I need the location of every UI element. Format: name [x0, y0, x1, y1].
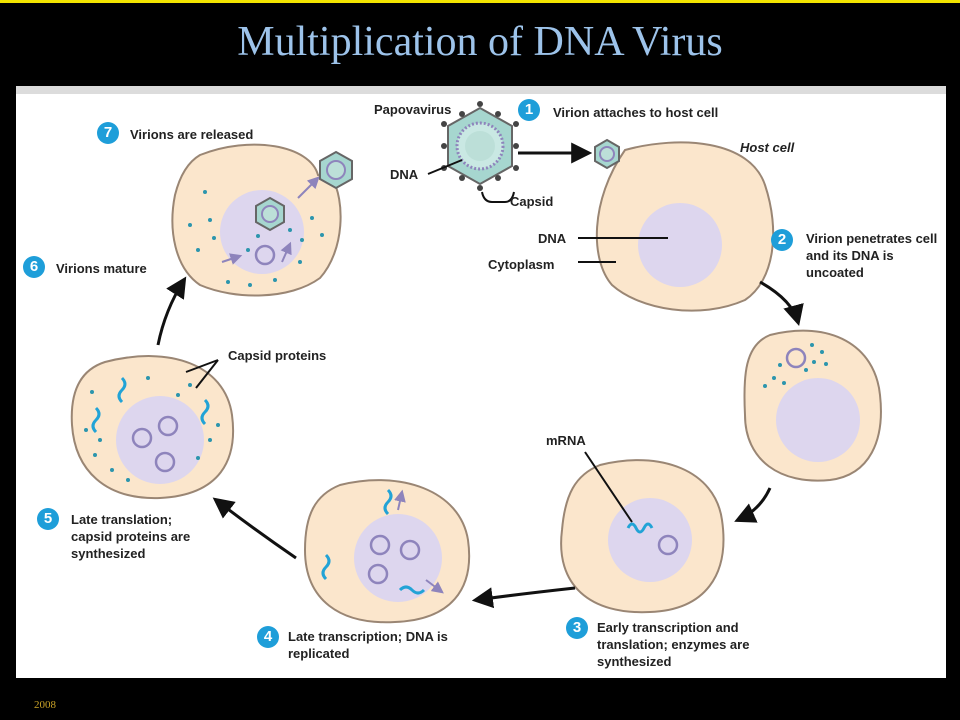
step-4-text: Late transcription; DNA is replicated	[288, 629, 448, 661]
step-6-text: Virions mature	[56, 261, 147, 276]
step-7-badge: 7	[97, 122, 119, 144]
step-5-badge: 5	[37, 508, 59, 530]
free-virion	[441, 101, 519, 191]
step-5-text: Late translation; capsid proteins are sy…	[71, 512, 191, 561]
cycle-arrow-1	[759, 280, 804, 327]
step-1-badge: 1	[518, 99, 540, 121]
step-1-text: Virion attaches to host cell	[553, 105, 719, 120]
step-4-badge: 4	[257, 626, 279, 648]
mrna-pointer	[584, 451, 633, 523]
capsid-proteins-label: Capsid proteins	[228, 348, 327, 363]
capsid-brace	[481, 191, 515, 203]
dna-pointer-line	[427, 159, 463, 175]
cell-step4	[303, 479, 471, 624]
host-cell-label: Host cell	[740, 140, 795, 155]
capsid-proteins-pointer-1	[185, 359, 219, 373]
top-accent-line	[0, 0, 960, 3]
step-3-text: Early transcription and translation; enz…	[597, 620, 750, 669]
cell-step3	[560, 459, 725, 614]
papovavirus-label: Papovavirus	[374, 102, 452, 117]
step-6-badge: 6	[23, 256, 45, 278]
cell-step5	[70, 355, 234, 500]
slide-title: Multiplication of DNA Virus	[237, 19, 723, 65]
cell-step2	[743, 329, 882, 482]
cytoplasm-label: Cytoplasm	[488, 257, 555, 272]
capsid-label: Capsid	[510, 194, 554, 209]
panel-top-shade	[16, 86, 946, 94]
step-3-badge: 3	[566, 617, 588, 639]
cell-step6-7	[171, 143, 342, 297]
footer-year: 2008	[34, 699, 56, 711]
cycle-arrow-5	[156, 276, 187, 346]
cell-dna-label: DNA	[538, 231, 567, 246]
released-virion	[319, 150, 353, 190]
mrna-label: mRNA	[546, 433, 586, 448]
capsid-proteins-pointer-2	[195, 359, 219, 389]
virion-dna-label: DNA	[390, 167, 419, 182]
step-2-text: Virion penetrates cell and its DNA is un…	[806, 231, 938, 280]
step-7-text: Virions are released	[130, 127, 254, 142]
cycle-arrow-4	[212, 497, 297, 560]
step-2-badge: 2	[771, 229, 793, 251]
host-cell-step1	[594, 138, 775, 312]
cycle-arrow-2	[734, 487, 772, 523]
cycle-arrow-3	[471, 586, 576, 609]
